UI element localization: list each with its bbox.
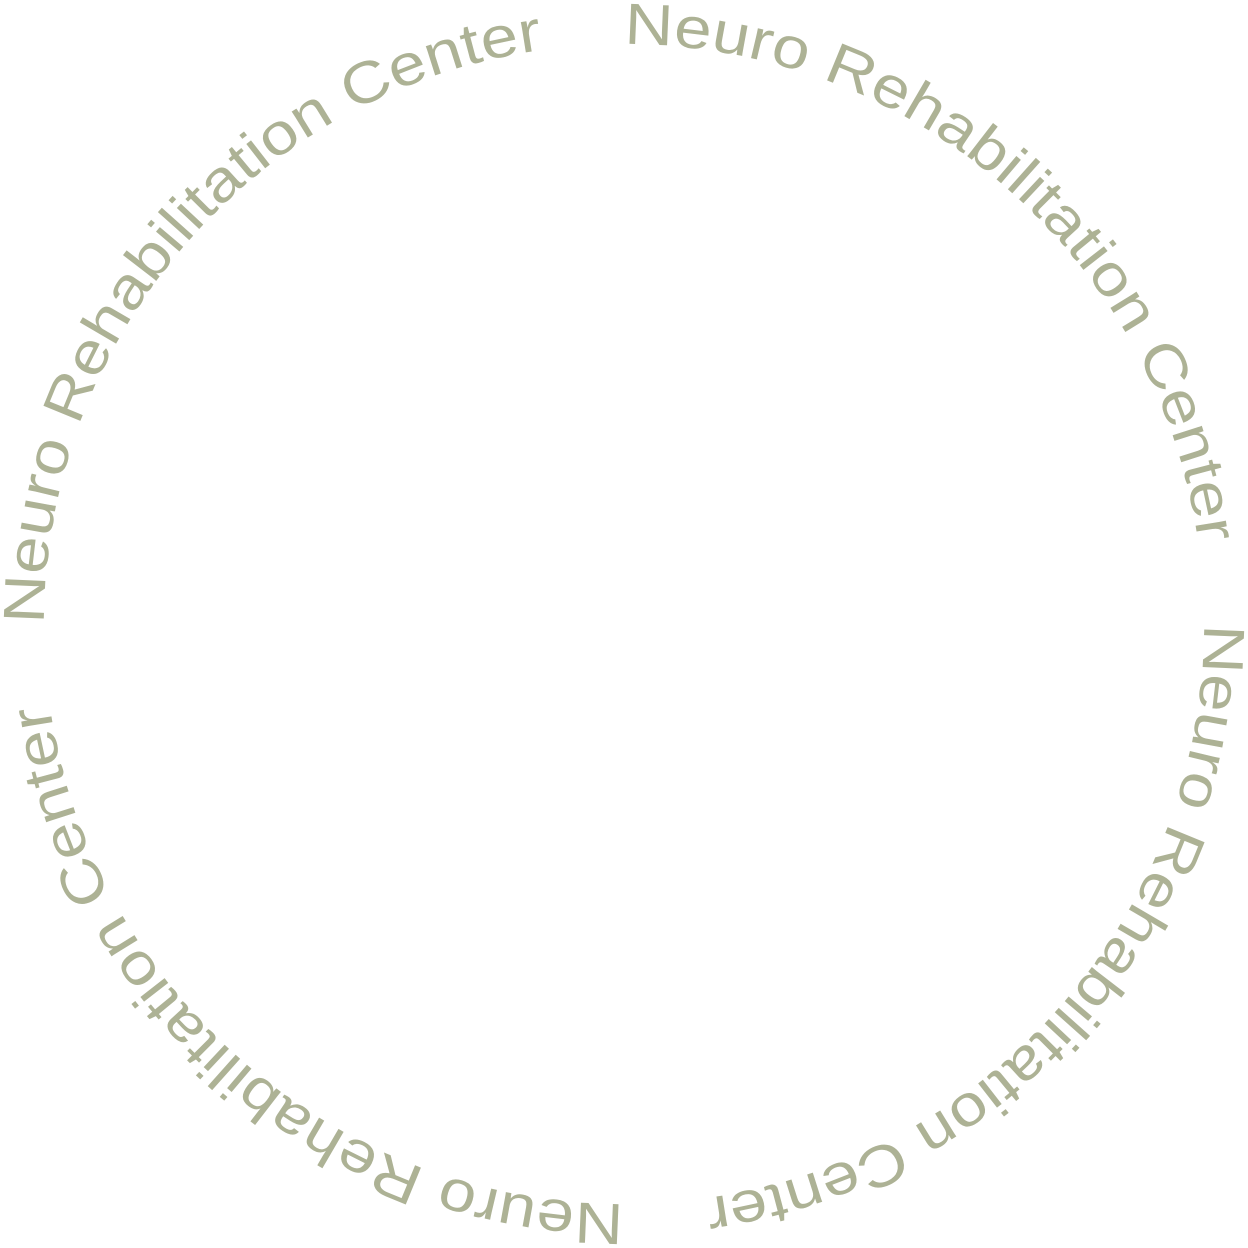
ring-text-top-left: Neuro Rehabilitation Center [0,0,545,625]
ring-text-path: Neuro Rehabilitation Center [0,703,625,1248]
ring-text-top-right: Neuro Rehabilitation Center [623,0,1248,545]
ring-text-bottom-right: Neuro Rehabilitation Center [703,623,1248,1248]
ring-text-path: Neuro Rehabilitation Center [623,0,1248,545]
ring-text-path: Neuro Rehabilitation Center [703,623,1248,1248]
ring-text-path: Neuro Rehabilitation Center [0,0,545,625]
ring-text-bottom-left: Neuro Rehabilitation Center [0,703,625,1248]
